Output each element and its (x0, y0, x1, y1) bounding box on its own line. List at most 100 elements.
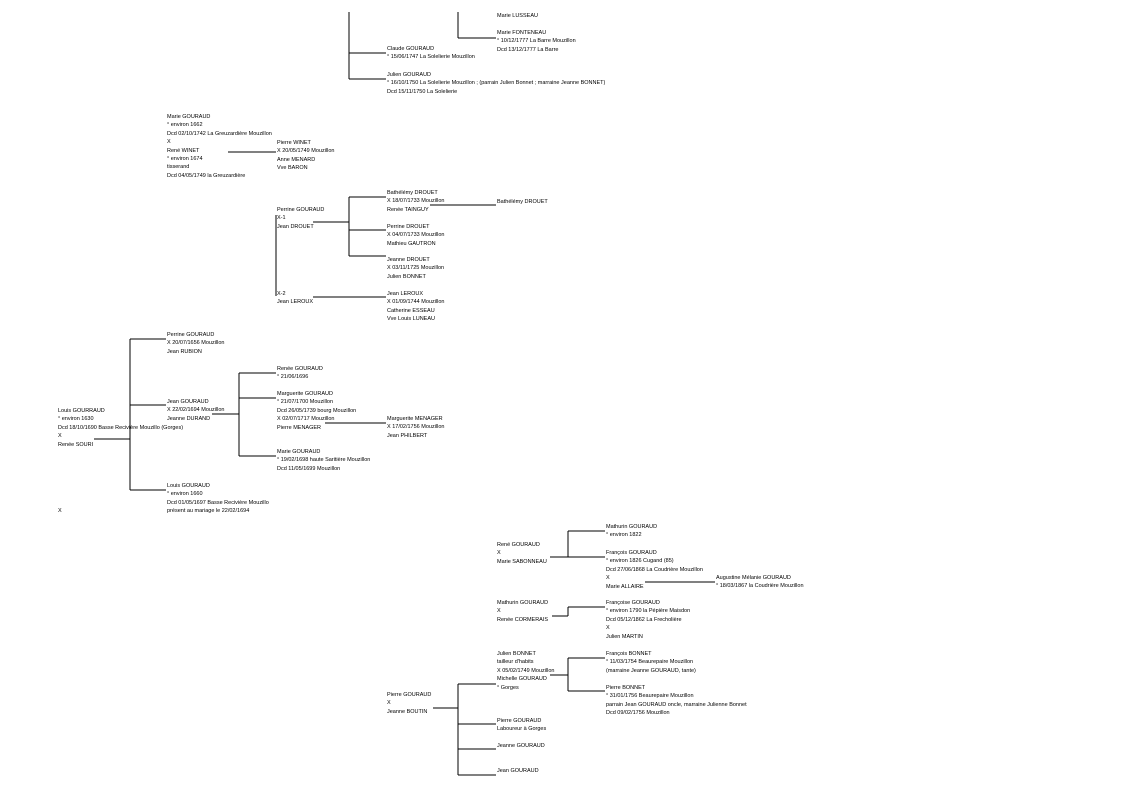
person-text-line: Julien BONNET (387, 273, 426, 280)
person-text-line: Jeanne DURAND (167, 415, 211, 422)
person-text-line: Marie FONTENEAU (497, 30, 547, 36)
person-text-line: X-2 (277, 291, 286, 297)
person-box-marguerite-gouraud[interactable]: Marguerite GOURAUD° 21/07/1700 Mouzillon… (277, 390, 356, 432)
person-box-francois-gouraud-allaire[interactable]: François GOURAUD° environ 1826 Cugand (8… (606, 549, 703, 591)
person-text-line: parrain Jean GOURAUD oncle, marraine Jul… (606, 701, 747, 708)
person-text-line: Jean PHILBERT (387, 432, 428, 439)
person-text-line: Julien MARTIN (606, 633, 643, 640)
person-text-line: X (497, 550, 501, 557)
person-text-line: Pierre WINET (277, 140, 311, 146)
person-text-line: X-1 (277, 215, 286, 222)
person-text-line: X (606, 625, 610, 632)
person-text-line: Dcd 01/05/1697 Basse Recivière Mouzillo (167, 499, 269, 506)
person-box-claude-gouraud[interactable]: Claude GOURAUD° 15/06/1747 La Solelierie… (387, 45, 475, 62)
person-text-line: Louis GOURAUD (167, 483, 210, 489)
person-text-line: ° Gorges (497, 684, 519, 691)
person-box-marie-fonteneau[interactable]: Marie FONTENEAU ° 10/12/1777 La Barre Mou… (497, 29, 576, 54)
person-box-pierre-bonnet[interactable]: Pierre BONNET ° 31/01/1756 Beaurepaire Mo… (606, 684, 747, 718)
person-text-line: X (606, 575, 610, 582)
person-text-line: X 20/07/1656 Mouzillon (167, 340, 225, 347)
person-text-line: Jean LEROUX (387, 291, 424, 297)
person-text-line: Jean GOURAUD (497, 768, 539, 774)
person-text-line: présent au mariage le 22/02/1694 (167, 508, 250, 515)
person-text-line: Dcd 27/06/1868 La Coudrière Mouzillon (606, 566, 703, 573)
person-text-line: Dcd 02/10/1742 La Greuzardière Mouzillon (167, 130, 272, 137)
person-box-mathurin-gouraud-1822[interactable]: Mathurin GOURAUD° environ 1822 (606, 523, 657, 540)
person-box-x: X (58, 507, 62, 515)
person-text-line: Dcd 04/05/1749 la Greuzardière (167, 172, 246, 179)
person-text-line: Julien GOURAUD (387, 72, 432, 78)
person-text-line: X 22/02/1694 Mouzillon (167, 407, 225, 414)
person-text-line: ° environ 1674 (167, 156, 203, 163)
person-text-line: Dcd 13/12/1777 La Barre (497, 46, 559, 53)
person-text-line: Pierre GOURAUD (387, 692, 432, 698)
person-box-augustine-gouraud[interactable]: Augustine Mélanie GOURAUD° 18/03/1867 la… (716, 574, 804, 591)
person-text-line: Jeanne GOURAUD (497, 743, 545, 749)
person-text-line: René WINET (167, 147, 200, 154)
person-text-line: X 18/07/1733 Mouzillon (387, 198, 445, 205)
person-box-julien-gouraud[interactable]: Julien GOURAUD ° 16/10/1750 La Solelierie… (387, 71, 605, 96)
person-text-line: X 04/07/1733 Mouzillon (387, 232, 445, 239)
person-box-renee-gouraud[interactable]: Renée GOURAUD° 21/06/1696 (277, 365, 323, 382)
person-text-line: ° 21/07/1700 Mouzillon (277, 399, 334, 406)
person-text-line: Renée SOURI (58, 441, 94, 448)
person-text-line: Jean GOURAUD (167, 399, 209, 405)
person-text-line: Marie LUSSEAU (497, 13, 538, 19)
person-text-line: Dcd 18/10/1690 Basse Recivière Mouzillo … (58, 424, 184, 431)
person-text-line: Marie GOURAUD (167, 114, 211, 120)
person-text-line: René GOURAUD (497, 542, 540, 548)
person-box-marie-gouraud-1698[interactable]: Marie GOURAUD° 19/02/1698 haute Saritièr… (277, 448, 370, 473)
person-text-line: ° 18/03/1867 la Coudrière Mouzillon (716, 583, 804, 590)
person-text-line: ° environ 1826 Cugand (85) (606, 558, 674, 565)
person-box-francois-bonnet[interactable]: François BONNET° 11/03/1754 Beaurepaire … (606, 650, 696, 675)
person-text-line: Renée TAINGUY (387, 206, 429, 213)
person-text-line: Michelle GOURAUD (497, 676, 547, 683)
person-box-jeanne-gouraud[interactable]: Jeanne GOURAUD (497, 742, 545, 750)
person-text-line: ° environ 1790 la Pépière Maisdon (606, 608, 691, 615)
person-text-line: Perrine GOURAUD (277, 207, 325, 213)
person-text-line: tailleur d'habits (497, 659, 534, 666)
person-text-line: Jeanne DROUET (387, 257, 430, 263)
person-box-marie-lusseau[interactable]: Marie LUSSEAU (497, 12, 538, 20)
person-text-line: ° 10/12/1777 La Barre Mouzillon (497, 38, 576, 45)
person-text-line: Jean RUBION (167, 348, 202, 355)
person-text-line: (marraine Jeanne GOURAUD, tante) (606, 667, 696, 674)
person-text-line: ° 16/10/1750 La Solelierie Mouzillon ; (… (387, 80, 606, 87)
person-text-line: ° 31/01/1756 Beaurepaire Mouzillon (606, 693, 694, 700)
person-text-line: Marie SABONNEAU (497, 558, 547, 565)
person-text-line: ° environ 1662 (167, 122, 203, 129)
person-text-line: Jean DROUET (277, 223, 314, 230)
person-text-line: Bathélémy DROUET (387, 190, 438, 196)
person-text-line: Dcd 26/05/1739 bourg Mouzillon (277, 407, 357, 414)
person-text-line: Mathieu GAUTRON (387, 240, 436, 247)
person-text-line: Pierre GOURAUD (497, 718, 542, 724)
person-text-line: ° 21/06/1696 (277, 374, 309, 381)
person-box-francoise-gouraud[interactable]: Françoise GOURAUD° environ 1790 la Pépiè… (606, 599, 690, 641)
person-text-line: Pierre BONNET (606, 685, 646, 691)
person-box-barthelemy-drouet-child[interactable]: Bathélémy DROUET (497, 198, 548, 206)
person-text-line: X 17/02/1756 Mouzillon (387, 424, 445, 431)
person-box-jean-gouraud[interactable]: Jean GOURAUD (497, 767, 539, 775)
person-text-line: Julien BONNET (497, 651, 536, 657)
person-text-line: Dcd 11/05/1699 Mouzillon (277, 465, 341, 472)
person-text-line: X (387, 700, 391, 707)
